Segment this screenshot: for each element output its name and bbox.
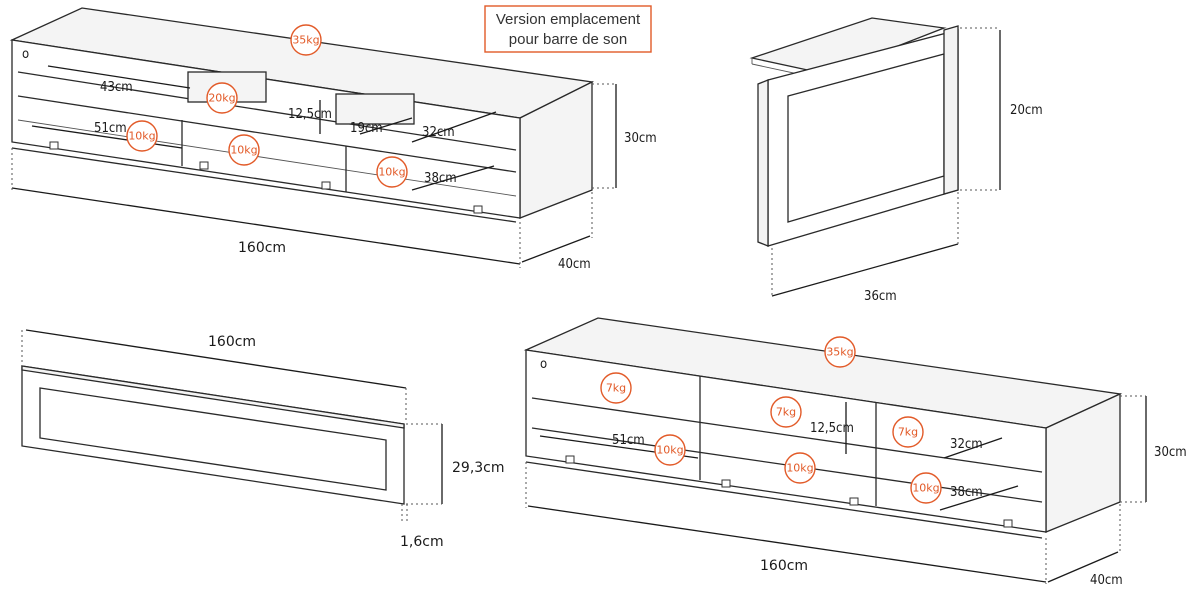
- unit-foot-4: [473, 205, 483, 214]
- bracket-top-plate: [749, 17, 947, 75]
- svg-text:10kg: 10kg: [128, 130, 155, 143]
- svg-text:10kg: 10kg: [786, 462, 813, 475]
- unit-hole-marker: o: [22, 47, 29, 62]
- unit2-38-line: [939, 485, 1019, 511]
- svg-text:35kg: 35kg: [292, 34, 319, 47]
- wall-bracket: 20cm 36cm: [749, 17, 1043, 304]
- dim-19-line: [359, 117, 413, 135]
- bracket-height-label: 20cm: [1010, 103, 1043, 118]
- unit2-weight-upper-left: 7kg: [600, 372, 632, 404]
- dim-38-line: [411, 165, 495, 191]
- unit2-foot-4: [1003, 519, 1013, 528]
- dim-width-line: [11, 187, 521, 265]
- bracket-width-label: 36cm: [864, 289, 897, 304]
- soundbar-version-note: Version emplacement pour barre de son: [484, 5, 652, 53]
- unit2-weight-lower-mid: 10kg: [784, 452, 816, 484]
- unit2-depth-line: [1047, 551, 1119, 583]
- weight-badge-shelf-left: 10kg: [126, 120, 158, 152]
- unit2-32-label: 32cm: [950, 437, 983, 452]
- unit2-width-label: 160cm: [760, 558, 808, 574]
- unit2-weight-lower-right: 10kg: [910, 472, 942, 504]
- panel-height-label: 29,3cm: [452, 460, 505, 476]
- dim-51-label: 51cm: [94, 121, 127, 136]
- unit2-51-label: 51cm: [612, 433, 645, 448]
- weight-badge-shelf-right: 10kg: [376, 156, 408, 188]
- svg-text:35kg: 35kg: [826, 346, 853, 359]
- dim-32-line: [411, 111, 497, 143]
- unit-foot-2: [199, 161, 209, 170]
- weight-badge-center: 20kg: [206, 82, 238, 114]
- unit2-height-label: 30cm: [1154, 445, 1187, 460]
- svg-text:20kg: 20kg: [208, 92, 235, 105]
- panel-thickness-label: 1,6cm: [400, 534, 444, 550]
- bracket-width-line: [771, 243, 959, 297]
- unit2-hole-marker: o: [540, 357, 547, 372]
- unit2-foot-2: [721, 479, 731, 488]
- weight-badge-shelf-mid: 10kg: [228, 134, 260, 166]
- unit2-depth-label: 40cm: [1090, 573, 1123, 588]
- svg-text:7kg: 7kg: [898, 426, 918, 439]
- dim-51-line: [31, 125, 183, 149]
- note-line-2: pour barre de son: [509, 31, 627, 48]
- dim-43-label: 43cm: [100, 80, 133, 95]
- dim-depth-line: [521, 235, 591, 263]
- unit2-width-line: [527, 505, 1047, 583]
- panel-width-line: [25, 329, 407, 389]
- svg-text:10kg: 10kg: [656, 444, 683, 457]
- unit2-32-line: [943, 437, 1003, 459]
- note-line-1: Version emplacement: [496, 11, 641, 28]
- unit2-12-5-label: 12,5cm: [810, 421, 854, 436]
- front-panel: 160cm 29,3cm 1,6cm: [21, 329, 505, 550]
- dim-32-label: 32cm: [422, 125, 455, 140]
- unit2-weight-lower-left: 10kg: [654, 434, 686, 466]
- unit-shelf-middle: [17, 95, 517, 173]
- unit2-shelf-upper: [531, 397, 1043, 473]
- svg-text:10kg: 10kg: [230, 144, 257, 157]
- panel-width-label: 160cm: [208, 334, 256, 350]
- unit2-plinth: [525, 461, 1043, 539]
- dim-38-label: 38cm: [424, 171, 457, 186]
- svg-text:7kg: 7kg: [776, 406, 796, 419]
- tv-unit-soundbar-version: o 160cm 40cm 30cm 43cm 12,5cm 51cm 19cm …: [9, 7, 657, 272]
- unit2-weight-top: 35kg: [824, 336, 856, 368]
- dim-height-label: 30cm: [624, 131, 657, 146]
- soundbar-slot-right: [335, 93, 415, 125]
- dim-12-5-label: 12,5cm: [288, 107, 332, 122]
- unit-foot-3: [321, 181, 331, 190]
- unit2-foot-3: [849, 497, 859, 506]
- weight-badge-top: 35kg: [290, 24, 322, 56]
- svg-text:7kg: 7kg: [606, 382, 626, 395]
- tv-unit-standard-version: o 160cm 40cm 30cm 12,5cm 51cm 32cm 38cm …: [523, 317, 1187, 588]
- svg-text:10kg: 10kg: [912, 482, 939, 495]
- unit2-weight-upper-mid: 7kg: [770, 396, 802, 428]
- unit2-38-label: 38cm: [950, 485, 983, 500]
- unit-shelf-upper: [17, 71, 517, 151]
- unit-plinth: [11, 147, 517, 223]
- dim-width-label: 160cm: [238, 240, 286, 256]
- dim-43-line: [47, 65, 191, 89]
- bracket-side-right: [943, 25, 959, 195]
- svg-text:10kg: 10kg: [378, 166, 405, 179]
- unit2-foot-1: [565, 455, 575, 464]
- dim-depth-label: 40cm: [558, 257, 591, 272]
- unit2-weight-upper-right: 7kg: [892, 416, 924, 448]
- panel-top-edge: [21, 365, 405, 429]
- unit-foot-1: [49, 141, 59, 150]
- bracket-side: [757, 79, 769, 247]
- panel-inner: [39, 387, 387, 491]
- dim-19-label: 19cm: [350, 121, 383, 136]
